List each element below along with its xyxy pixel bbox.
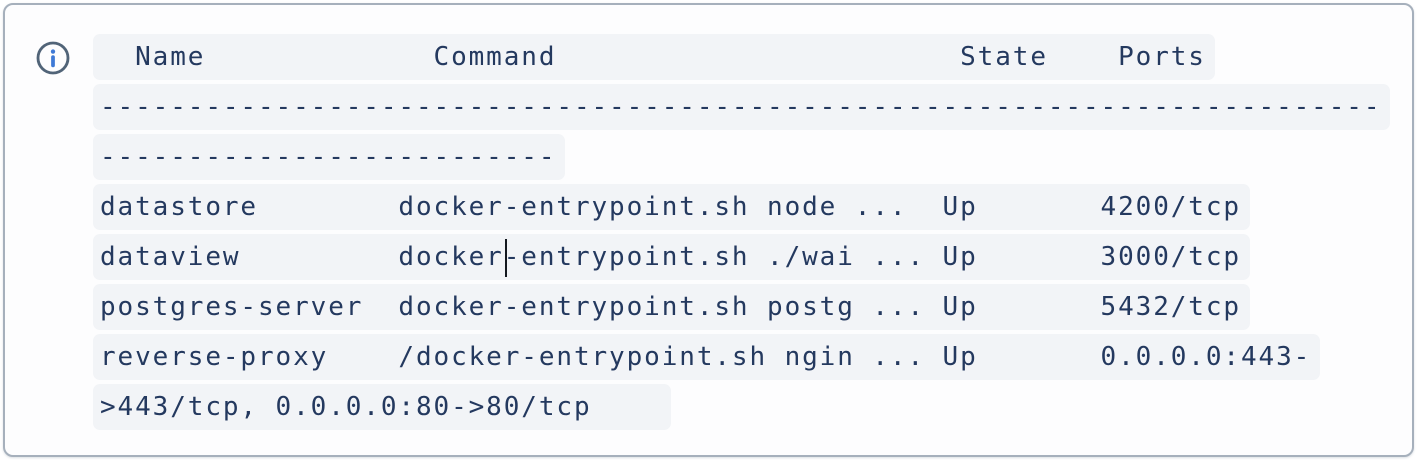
terminal-row-text[interactable]: dataview docker-entrypoint.sh ./wai ... …: [93, 234, 1250, 280]
terminal-row-text[interactable]: reverse-proxy /docker-entrypoint.sh ngin…: [93, 334, 1321, 380]
terminal-row-text[interactable]: datastore docker-entrypoint.sh node ... …: [93, 184, 1250, 230]
terminal-header-text[interactable]: Name Command State Ports: [93, 34, 1215, 80]
terminal-row-text[interactable]: postgres-server docker-entrypoint.sh pos…: [93, 284, 1250, 330]
text-cursor: [505, 239, 507, 277]
terminal-separator-line-1: ----------------------------------------…: [93, 84, 1393, 134]
terminal-row-reverse-proxy: reverse-proxy /docker-entrypoint.sh ngin…: [93, 334, 1393, 384]
terminal-line-header: Name Command State Ports: [93, 34, 1393, 84]
terminal-row-dataview: dataview docker-entrypoint.sh ./wai ... …: [93, 234, 1393, 284]
terminal-row-datastore: datastore docker-entrypoint.sh node ... …: [93, 184, 1393, 234]
info-icon: [35, 40, 71, 76]
terminal-row-text[interactable]: >443/tcp, 0.0.0.0:80->80/tcp: [93, 384, 671, 430]
terminal-separator-line-2: --------------------------: [93, 134, 1393, 184]
callout-card: Name Command State Ports ---------------…: [3, 3, 1414, 457]
terminal-row-postgres-server: postgres-server docker-entrypoint.sh pos…: [93, 284, 1393, 334]
terminal-output-block[interactable]: Name Command State Ports ---------------…: [93, 34, 1393, 434]
terminal-row-ports-wrap: >443/tcp, 0.0.0.0:80->80/tcp: [93, 384, 1393, 434]
separator-dashes-1[interactable]: ----------------------------------------…: [93, 84, 1391, 130]
separator-dashes-2[interactable]: --------------------------: [93, 134, 566, 180]
